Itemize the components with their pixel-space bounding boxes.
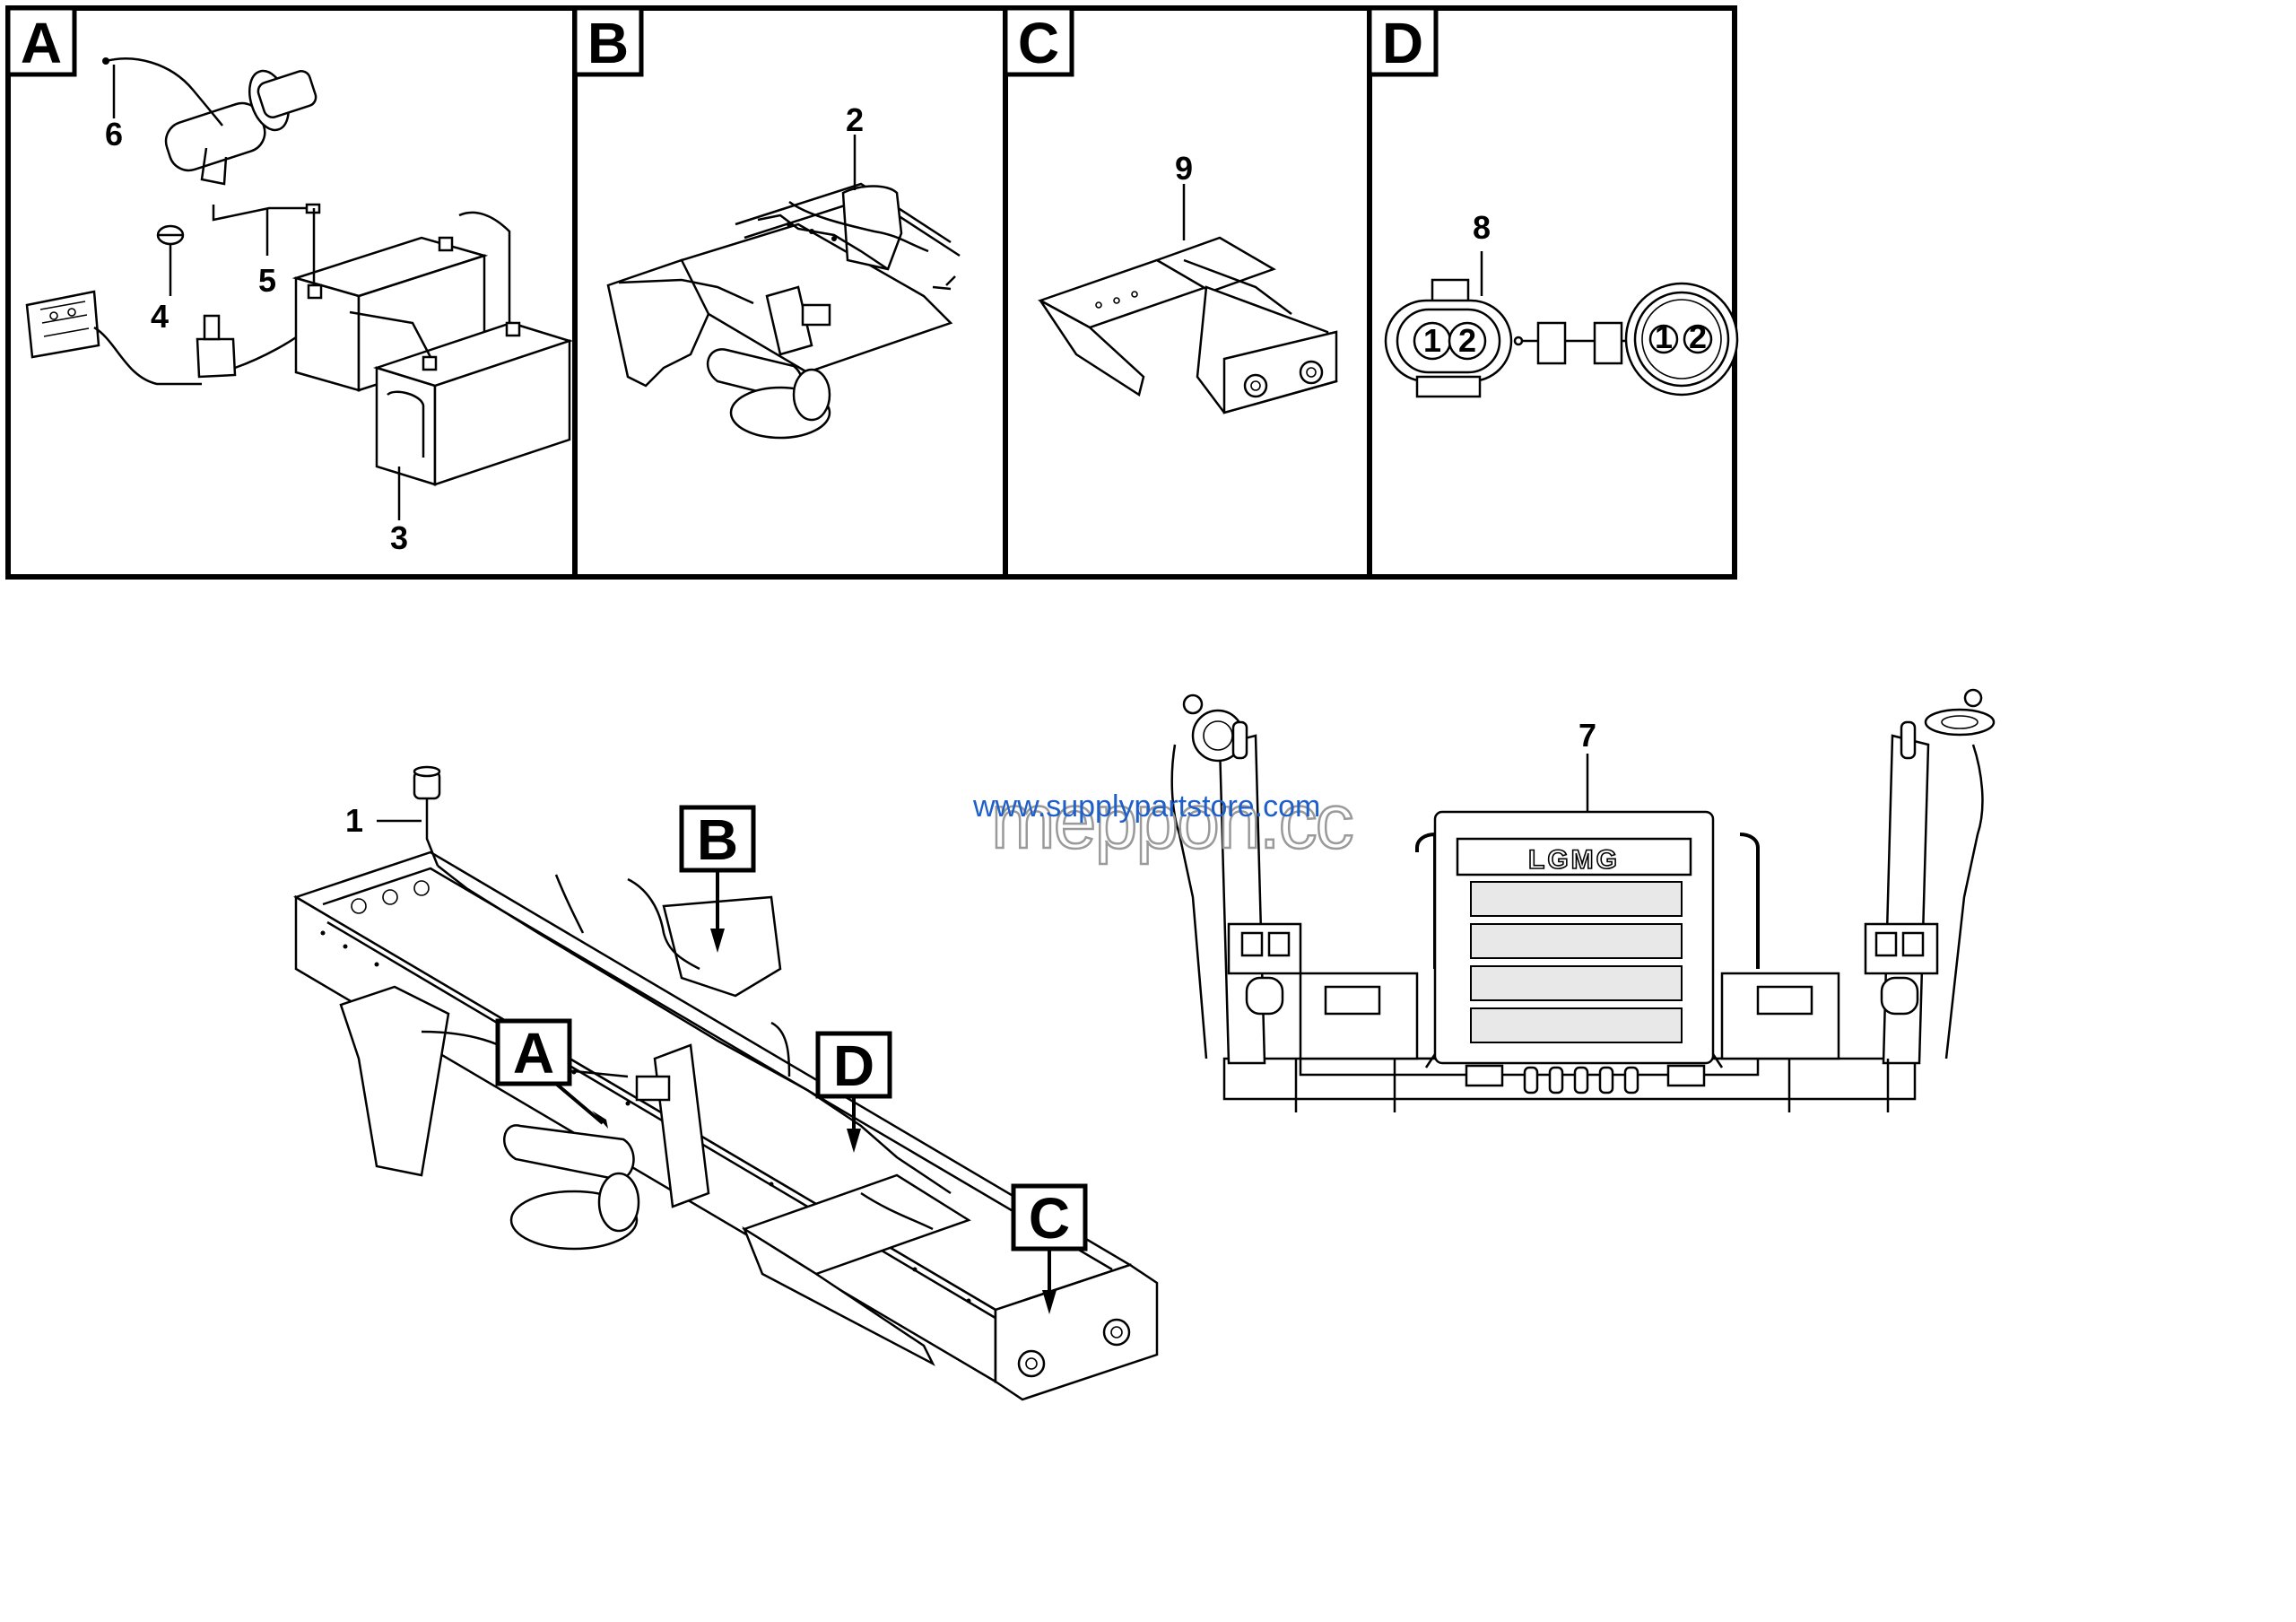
radiator-grille: LGMG — [1433, 810, 1715, 1065]
receptacle-pin-2-label: 2 — [1689, 318, 1707, 355]
overview-marker-d: D — [815, 1031, 892, 1153]
plug-pin-1-label: 1 — [1423, 322, 1441, 359]
callout-8: 8 — [1473, 209, 1491, 246]
panel-tag-b: B — [572, 5, 644, 77]
panel-d-drawing: 1 2 1 2 8 — [1384, 209, 1739, 398]
panel-a-drawing: 6 4 5 3 — [25, 57, 574, 556]
panel-tag-c-box — [1003, 5, 1074, 77]
panel-letter-a: A — [21, 11, 62, 75]
battery-switch — [196, 314, 237, 379]
panel-letter-c: C — [1018, 11, 1059, 75]
detail-panels: A B C D — [5, 5, 1737, 580]
overview-marker-a-label: A — [513, 1021, 554, 1086]
watermarks: meppon.cc www.supplypartstore.com — [972, 778, 1355, 867]
cable-6 — [105, 57, 223, 126]
overview-marker-b-box — [679, 805, 756, 873]
watermark-url: www.supplypartstore.com — [972, 789, 1320, 824]
plug-pin-2 — [1448, 321, 1487, 361]
fuse-box — [25, 290, 100, 359]
panel-tag-c: C — [1003, 5, 1074, 77]
plug-pin-2-label: 2 — [1458, 322, 1476, 359]
panel-tag-d-box — [1367, 5, 1439, 77]
panel-letter-d: D — [1382, 11, 1423, 75]
overview-marker-d-label: D — [833, 1033, 874, 1098]
brand-logo-text: LGMG — [1528, 845, 1620, 875]
callout-9: 9 — [1175, 150, 1193, 187]
callout-5: 5 — [258, 262, 276, 299]
main-harness — [437, 865, 952, 1195]
panel-tag-a-box — [5, 5, 77, 77]
panel-tag-b-box — [572, 5, 644, 77]
battery-2 — [372, 321, 574, 486]
front-view: LGMG 7 — [1170, 688, 1996, 1112]
watermark-logo: meppon.cc — [991, 779, 1352, 865]
left-tow-hook — [1465, 1064, 1504, 1087]
receptacle-pin-2 — [1683, 324, 1713, 354]
receptacle-pin-1 — [1648, 324, 1679, 354]
panel-b-drawing: 2 — [606, 101, 961, 440]
overview-marker-a-box — [495, 1018, 572, 1086]
connector-seal-1 — [1536, 321, 1567, 365]
overview-marker-b-label: B — [697, 807, 738, 872]
overview-marker-c-label: C — [1029, 1186, 1070, 1251]
callout-6: 6 — [105, 116, 123, 153]
overview-marker-b: B — [679, 805, 756, 953]
callout-2: 2 — [846, 101, 864, 138]
callout-7: 7 — [1578, 717, 1596, 754]
right-tower — [1864, 688, 1996, 1065]
starter-motor — [164, 69, 317, 186]
connector-seal-2 — [1593, 321, 1623, 365]
panel-c-drawing: 9 — [1037, 150, 1338, 414]
panel-tag-a: A — [5, 5, 77, 77]
main-cable — [93, 326, 202, 386]
detail-panel-frame — [5, 5, 1737, 580]
cable-5 — [212, 205, 309, 222]
receptacle-pin-1-label: 1 — [1655, 318, 1673, 355]
callout-1: 1 — [345, 802, 363, 839]
callout-3: 3 — [390, 519, 408, 556]
part-4 — [156, 224, 185, 246]
overview-marker-c: C — [1011, 1183, 1088, 1314]
panel-letter-b: B — [587, 11, 629, 75]
left-tower — [1170, 693, 1302, 1065]
overview-marker-a: A — [495, 1018, 608, 1129]
beacon-lamp — [413, 765, 441, 867]
callout-4: 4 — [151, 298, 169, 335]
connector-plug: 1 2 — [1384, 278, 1513, 398]
connector-receptacle: 1 2 — [1624, 282, 1739, 397]
panel-tag-d: D — [1367, 5, 1439, 77]
right-tow-hook — [1666, 1064, 1706, 1087]
chassis-overview: B A D C 1 — [293, 765, 1159, 1401]
